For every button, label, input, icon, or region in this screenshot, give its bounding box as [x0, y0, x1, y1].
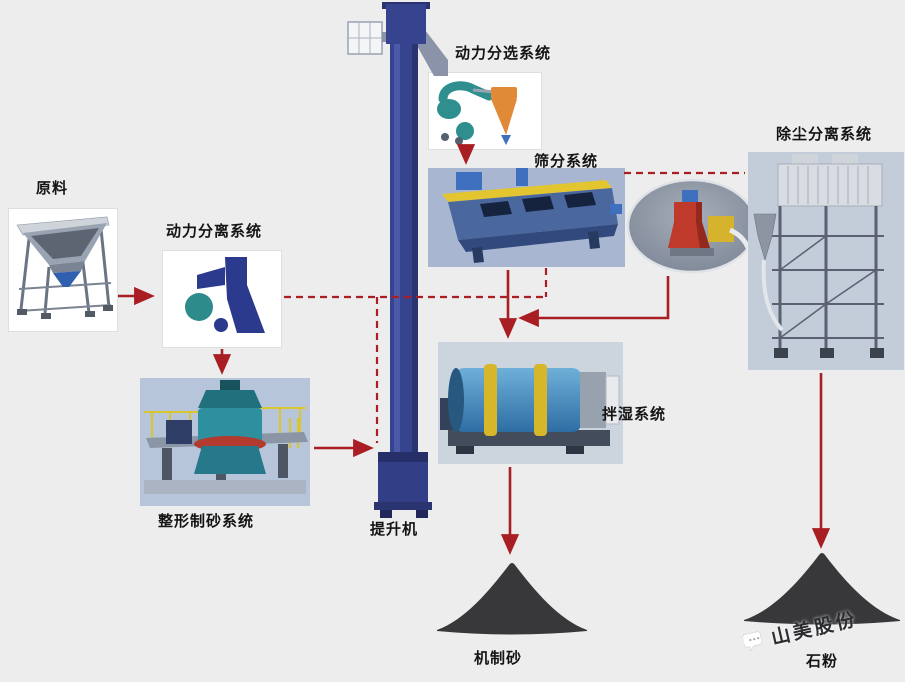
separator-detail-icon — [626, 178, 758, 274]
power-separation-image — [162, 250, 282, 348]
mixer-feet — [456, 446, 584, 454]
label-shaping: 整形制砂系统 — [158, 512, 255, 530]
sorter-blower — [456, 122, 474, 140]
crusher-cylinder — [198, 408, 262, 444]
wet-mixing-image — [438, 342, 623, 464]
stone-powder-pile — [742, 548, 902, 628]
hopper-inner — [31, 228, 99, 259]
separator-branch — [197, 267, 225, 289]
cyclone-sorter-icon — [437, 81, 517, 145]
separator-chute — [225, 257, 265, 333]
mixer-head — [580, 372, 606, 428]
tower-frame-horizontals — [772, 235, 884, 339]
label-power-separation: 动力分离系统 — [166, 222, 263, 240]
mixer-ring-left — [484, 364, 497, 436]
hopper-feet — [17, 305, 113, 319]
tower-top-box-right — [832, 154, 858, 164]
sand-pile-icon — [437, 563, 587, 635]
elevator-grid-lines — [348, 22, 382, 54]
sorter-duct — [438, 81, 494, 104]
screen-motor — [610, 204, 622, 214]
detail-yellow-box — [708, 216, 734, 242]
detail-base — [670, 248, 714, 256]
cyclone-cone — [491, 99, 517, 135]
mixer-end-cap — [448, 368, 464, 432]
screening-image — [428, 168, 625, 267]
label-stone-powder: 石粉 — [806, 652, 839, 670]
separator-detail-oval — [626, 178, 758, 274]
label-machine-made-sand: 机制砂 — [474, 649, 523, 667]
base-slab — [144, 480, 306, 494]
screen-leg-right — [588, 231, 600, 249]
crusher-cone-top — [198, 390, 262, 408]
cyclone-top — [491, 87, 517, 99]
hopper-braces — [18, 282, 112, 312]
dust-removal-image — [748, 152, 904, 370]
elevator-head — [386, 4, 426, 44]
sorter-wheel-left — [441, 133, 449, 141]
hopper-frame — [19, 228, 111, 314]
screen-yellow-rim — [442, 180, 612, 202]
screen-chute — [458, 224, 618, 252]
machine-made-sand-pile — [435, 560, 590, 636]
tower-top-box-left — [792, 154, 818, 164]
label-power-sorting: 动力分选系统 — [455, 44, 552, 62]
shaping-image — [140, 378, 310, 506]
label-raw-material: 原料 — [36, 179, 69, 197]
elevator-boot-band — [378, 452, 428, 462]
hopper-throat — [49, 261, 85, 273]
elevator-column-highlight — [394, 44, 400, 452]
tower-filter-ribs — [787, 166, 869, 204]
tower-feet — [774, 348, 884, 358]
detail-red-shade — [696, 202, 710, 248]
separator-outlet — [214, 318, 228, 332]
hopper-feeder-icon — [16, 216, 113, 319]
mixer-ring-right — [534, 364, 547, 436]
label-wet-mixing: 拌湿系统 — [602, 405, 667, 423]
separator-fan — [185, 293, 213, 321]
air-separator-icon — [185, 257, 265, 333]
control-cabinet — [166, 420, 192, 444]
label-dust-removal: 除尘分离系统 — [776, 125, 873, 143]
sorter-wheel-right — [455, 137, 463, 145]
brand-watermark: 山美股份 — [741, 604, 860, 656]
sand-pile-shape — [437, 563, 587, 635]
tower-frame-diagonals — [779, 235, 877, 339]
hopper-rim — [16, 216, 110, 236]
sorter-tank — [437, 99, 461, 119]
mixer-drum-icon — [440, 364, 620, 454]
raw-material-image — [8, 208, 118, 332]
crusher-cap — [220, 380, 240, 390]
screen-leg-left — [472, 247, 484, 263]
label-screening: 筛分系统 — [534, 152, 599, 170]
tower-filter-bank — [777, 163, 883, 207]
hopper-discharge-cone — [53, 271, 81, 287]
cyclone-outlet — [501, 135, 511, 145]
elevator-base-plate — [374, 502, 432, 510]
tower-down-pipe — [761, 259, 784, 332]
detail-inlet — [682, 190, 698, 204]
mixer-drum — [454, 368, 582, 432]
bucket-elevator — [340, 2, 460, 520]
mixer-panel — [605, 375, 620, 425]
powder-pile-shape — [744, 553, 900, 625]
vibrating-screen-icon — [442, 168, 622, 263]
power-sorting-image — [428, 72, 542, 150]
elevator-feet — [380, 510, 428, 518]
powder-pile-icon — [744, 553, 900, 625]
bucket-elevator-icon — [347, 2, 448, 518]
elevator-column-shade — [412, 44, 418, 452]
mixer-base — [448, 430, 610, 446]
tower-cyclone — [753, 213, 777, 262]
vsi-crusher-icon — [144, 380, 308, 494]
crusher-skirt — [194, 446, 266, 474]
dust-tower-icon — [753, 154, 884, 358]
screen-slots — [480, 192, 596, 217]
chat-bubble-icon — [742, 631, 763, 651]
screen-feed-box — [456, 172, 482, 190]
label-elevator: 提升机 — [370, 520, 419, 538]
screen-feed-pipe — [516, 168, 528, 186]
arrow-detail-to-wetmix — [518, 276, 670, 328]
